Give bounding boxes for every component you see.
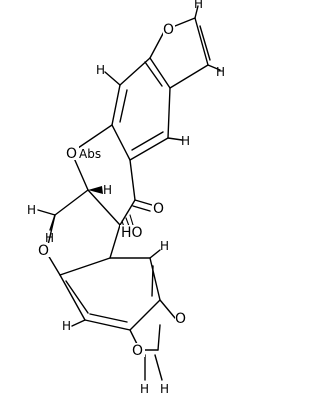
atom-carbonyl-o: O bbox=[153, 201, 164, 217]
h-furan-right: H bbox=[216, 65, 225, 79]
h-aromatic-upper-left: H bbox=[96, 63, 105, 77]
dioxole-ring bbox=[129, 299, 176, 381]
h-ring-junction: H bbox=[103, 183, 112, 197]
atom-dioxole-o-lower: O bbox=[132, 343, 143, 359]
abs-stereo-tag: Abs bbox=[79, 147, 101, 161]
h-aromatic-lower-left: H bbox=[62, 319, 71, 333]
h-dioxole-right: H bbox=[160, 382, 169, 396]
atom-ring-o-lower: O bbox=[38, 243, 49, 259]
h-aromatic-upper-right: H bbox=[181, 134, 190, 148]
atom-furan-o: O bbox=[163, 22, 174, 38]
pyranone-ring bbox=[73, 124, 153, 226]
molecule-diagram: O O Abs O HO O O O H H H H H H H H H H H bbox=[27, 0, 225, 396]
pyran-ring bbox=[37, 189, 121, 276]
wedge-bond-ring-junction bbox=[88, 186, 103, 194]
structure-svg: O O Abs O HO O O O H H H H H H H H H H H bbox=[27, 0, 225, 396]
h-ch2-left: H bbox=[27, 203, 36, 217]
furan-ring bbox=[144, 5, 221, 89]
upper-aromatic-ring bbox=[104, 57, 183, 161]
h-furan-top: H bbox=[194, 0, 203, 11]
atom-dioxole-o-upper: O bbox=[175, 311, 186, 327]
atom-labels: O O Abs O HO O O O bbox=[38, 22, 188, 359]
atom-ring-o-upper: O bbox=[66, 146, 77, 162]
hydrogen-labels: H H H H H H H H H H H bbox=[27, 0, 225, 396]
h-ch2-bottom: H bbox=[45, 231, 54, 245]
h-aromatic-lower-right: H bbox=[160, 239, 169, 253]
hydroxyl-group: HO bbox=[121, 225, 143, 241]
lower-aromatic-ring bbox=[59, 249, 161, 331]
h-dioxole-left: H bbox=[140, 382, 149, 396]
